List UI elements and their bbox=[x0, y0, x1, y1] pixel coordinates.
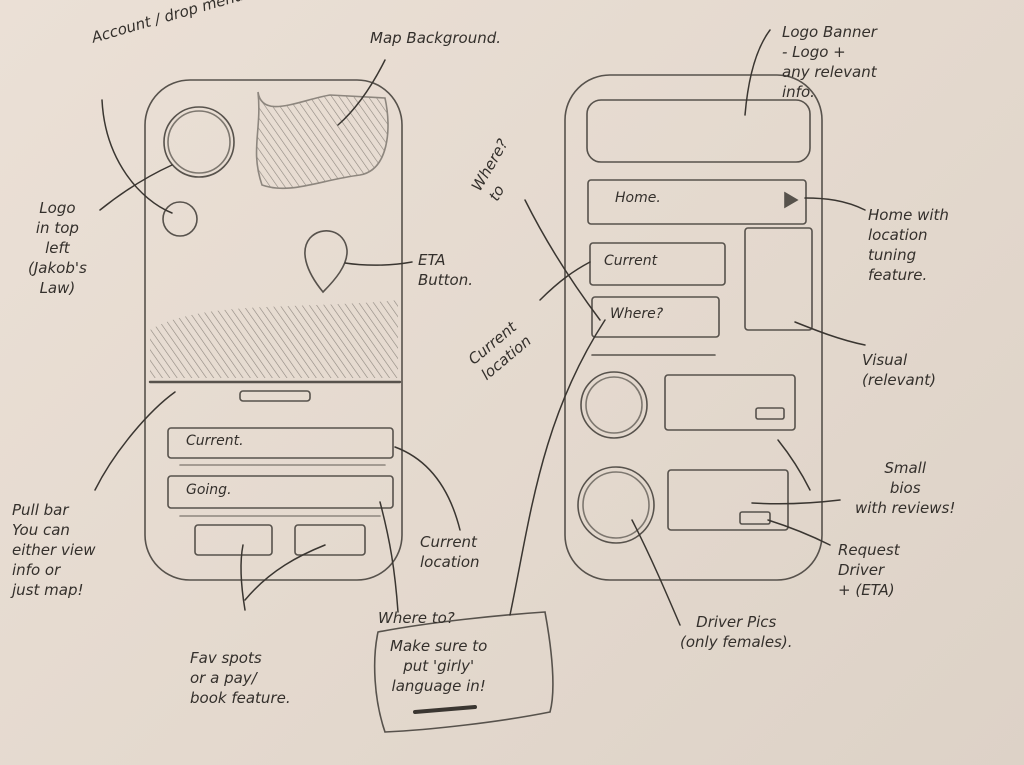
right-phone-frame bbox=[564, 74, 823, 581]
request-driver-button bbox=[739, 511, 771, 525]
map-background-area bbox=[255, 91, 389, 190]
annotation-girly-note: Make sure to put 'girly' language in! bbox=[390, 637, 488, 695]
location-arrow-icon bbox=[784, 191, 799, 209]
account-menu-icon bbox=[163, 106, 235, 178]
pay-book-button bbox=[294, 524, 366, 556]
where-field-label: Where? bbox=[610, 306, 664, 322]
annotation-current-location: Current location bbox=[420, 533, 480, 571]
current-field-label: Current bbox=[604, 253, 658, 269]
home-field-box bbox=[587, 179, 807, 225]
annotation-visual: Visual (relevant) bbox=[862, 351, 936, 389]
annotation-where-to: Where to? bbox=[378, 609, 455, 627]
fav-spot-button bbox=[194, 524, 273, 556]
annotation-map: Map Background. bbox=[370, 29, 502, 47]
driver-pic bbox=[577, 466, 655, 544]
note-box bbox=[373, 611, 554, 733]
annotation-home-tuning: Home with location tuning feature. bbox=[868, 206, 949, 284]
left-phone-frame bbox=[144, 79, 403, 581]
left-phone-wireframe bbox=[144, 79, 403, 581]
current-field-label: Current. bbox=[186, 433, 244, 449]
annotation-logo: Logo in top left (Jakob's Law) bbox=[28, 199, 87, 297]
annotation-eta: ETA Button. bbox=[418, 251, 474, 289]
annotation-logo-banner: Logo Banner - Logo + any relevant info. bbox=[782, 23, 877, 101]
driver-bio-box bbox=[664, 374, 796, 431]
pull-bar-handle bbox=[239, 390, 311, 402]
driver-bio-box bbox=[667, 469, 789, 531]
annotation-request-driver: Request Driver + (ETA) bbox=[838, 541, 900, 599]
logo-icon bbox=[162, 201, 198, 237]
annotation-small-bios: Small bios with reviews! bbox=[855, 459, 956, 517]
annotation-pull-bar: Pull bar You can either view info or jus… bbox=[12, 501, 96, 599]
logo-banner bbox=[586, 99, 811, 163]
going-field-box bbox=[167, 475, 394, 509]
current-field-box bbox=[167, 427, 394, 459]
visual-area bbox=[744, 227, 813, 331]
annotation-arrows bbox=[94, 29, 866, 626]
map-background-area bbox=[150, 300, 398, 378]
annotation-driver-pics: Driver Pics (only females). bbox=[680, 613, 793, 651]
home-field-label: Home. bbox=[615, 190, 661, 206]
right-phone-wireframe bbox=[564, 74, 823, 581]
annotation-fav-spots: Fav spots or a pay/ book feature. bbox=[190, 649, 291, 707]
eta-pin-icon bbox=[304, 230, 348, 294]
driver-pic bbox=[580, 371, 648, 439]
request-driver-button bbox=[755, 407, 785, 420]
where-field-box bbox=[591, 296, 720, 338]
going-field-label: Going. bbox=[186, 482, 232, 498]
current-field-box bbox=[589, 242, 726, 286]
